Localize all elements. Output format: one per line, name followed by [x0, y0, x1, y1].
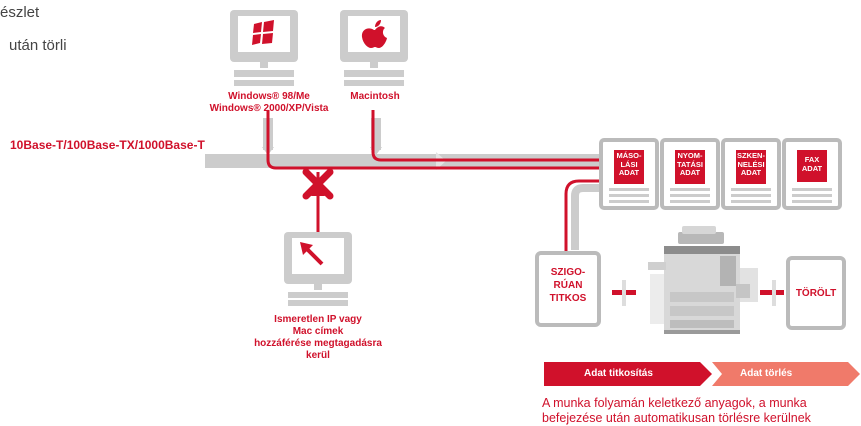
windows-computer: [230, 10, 298, 86]
top-text-line-2: után törli: [9, 37, 67, 54]
windows-red-link: [266, 110, 605, 170]
encrypted-label: SZIGO- RÚAN TITKOS: [549, 267, 587, 304]
encrypted-storage-box: [535, 251, 601, 327]
copy-data-label: MÁSO- LÁSI ADAT: [614, 150, 644, 184]
block-x-icon: [302, 168, 334, 200]
unknown-computer: [284, 232, 352, 306]
cursor-arrow-icon: [300, 242, 324, 266]
mac-label: Macintosh: [350, 91, 400, 102]
mac-computer: [340, 10, 408, 86]
multifunction-printer-icon: [648, 226, 758, 334]
encrypt-step-label: Adat titkosítás: [584, 368, 653, 379]
deleted-label: TÖRÖLT: [795, 288, 837, 299]
caption-text: A munka folyamán keletkező anyagok, a mu…: [542, 396, 811, 425]
scan-data-label: SZKEN- NELÉSI ADAT: [736, 150, 766, 184]
apple-logo-icon: [361, 20, 387, 48]
unknown-ip-label: Ismeretlen IP vagy Mac címek hozzáférése…: [254, 314, 382, 361]
fax-data-label: FAX ADAT: [797, 150, 827, 182]
mac-red-link: [371, 110, 605, 162]
top-text-line-1: észlet: [0, 4, 40, 21]
windows-logo-icon: [252, 20, 274, 45]
process-bar: [544, 362, 860, 386]
deleted-storage-box: [786, 256, 846, 330]
print-data-label: NYOM- TATÁSI ADAT: [675, 150, 705, 184]
windows-label: Windows® 98/Me Windows® 2000/XP/Vista: [209, 91, 329, 114]
network-label: 10Base-T/100Base-TX/1000Base-T: [10, 138, 205, 152]
delete-step-label: Adat törlés: [740, 368, 793, 379]
